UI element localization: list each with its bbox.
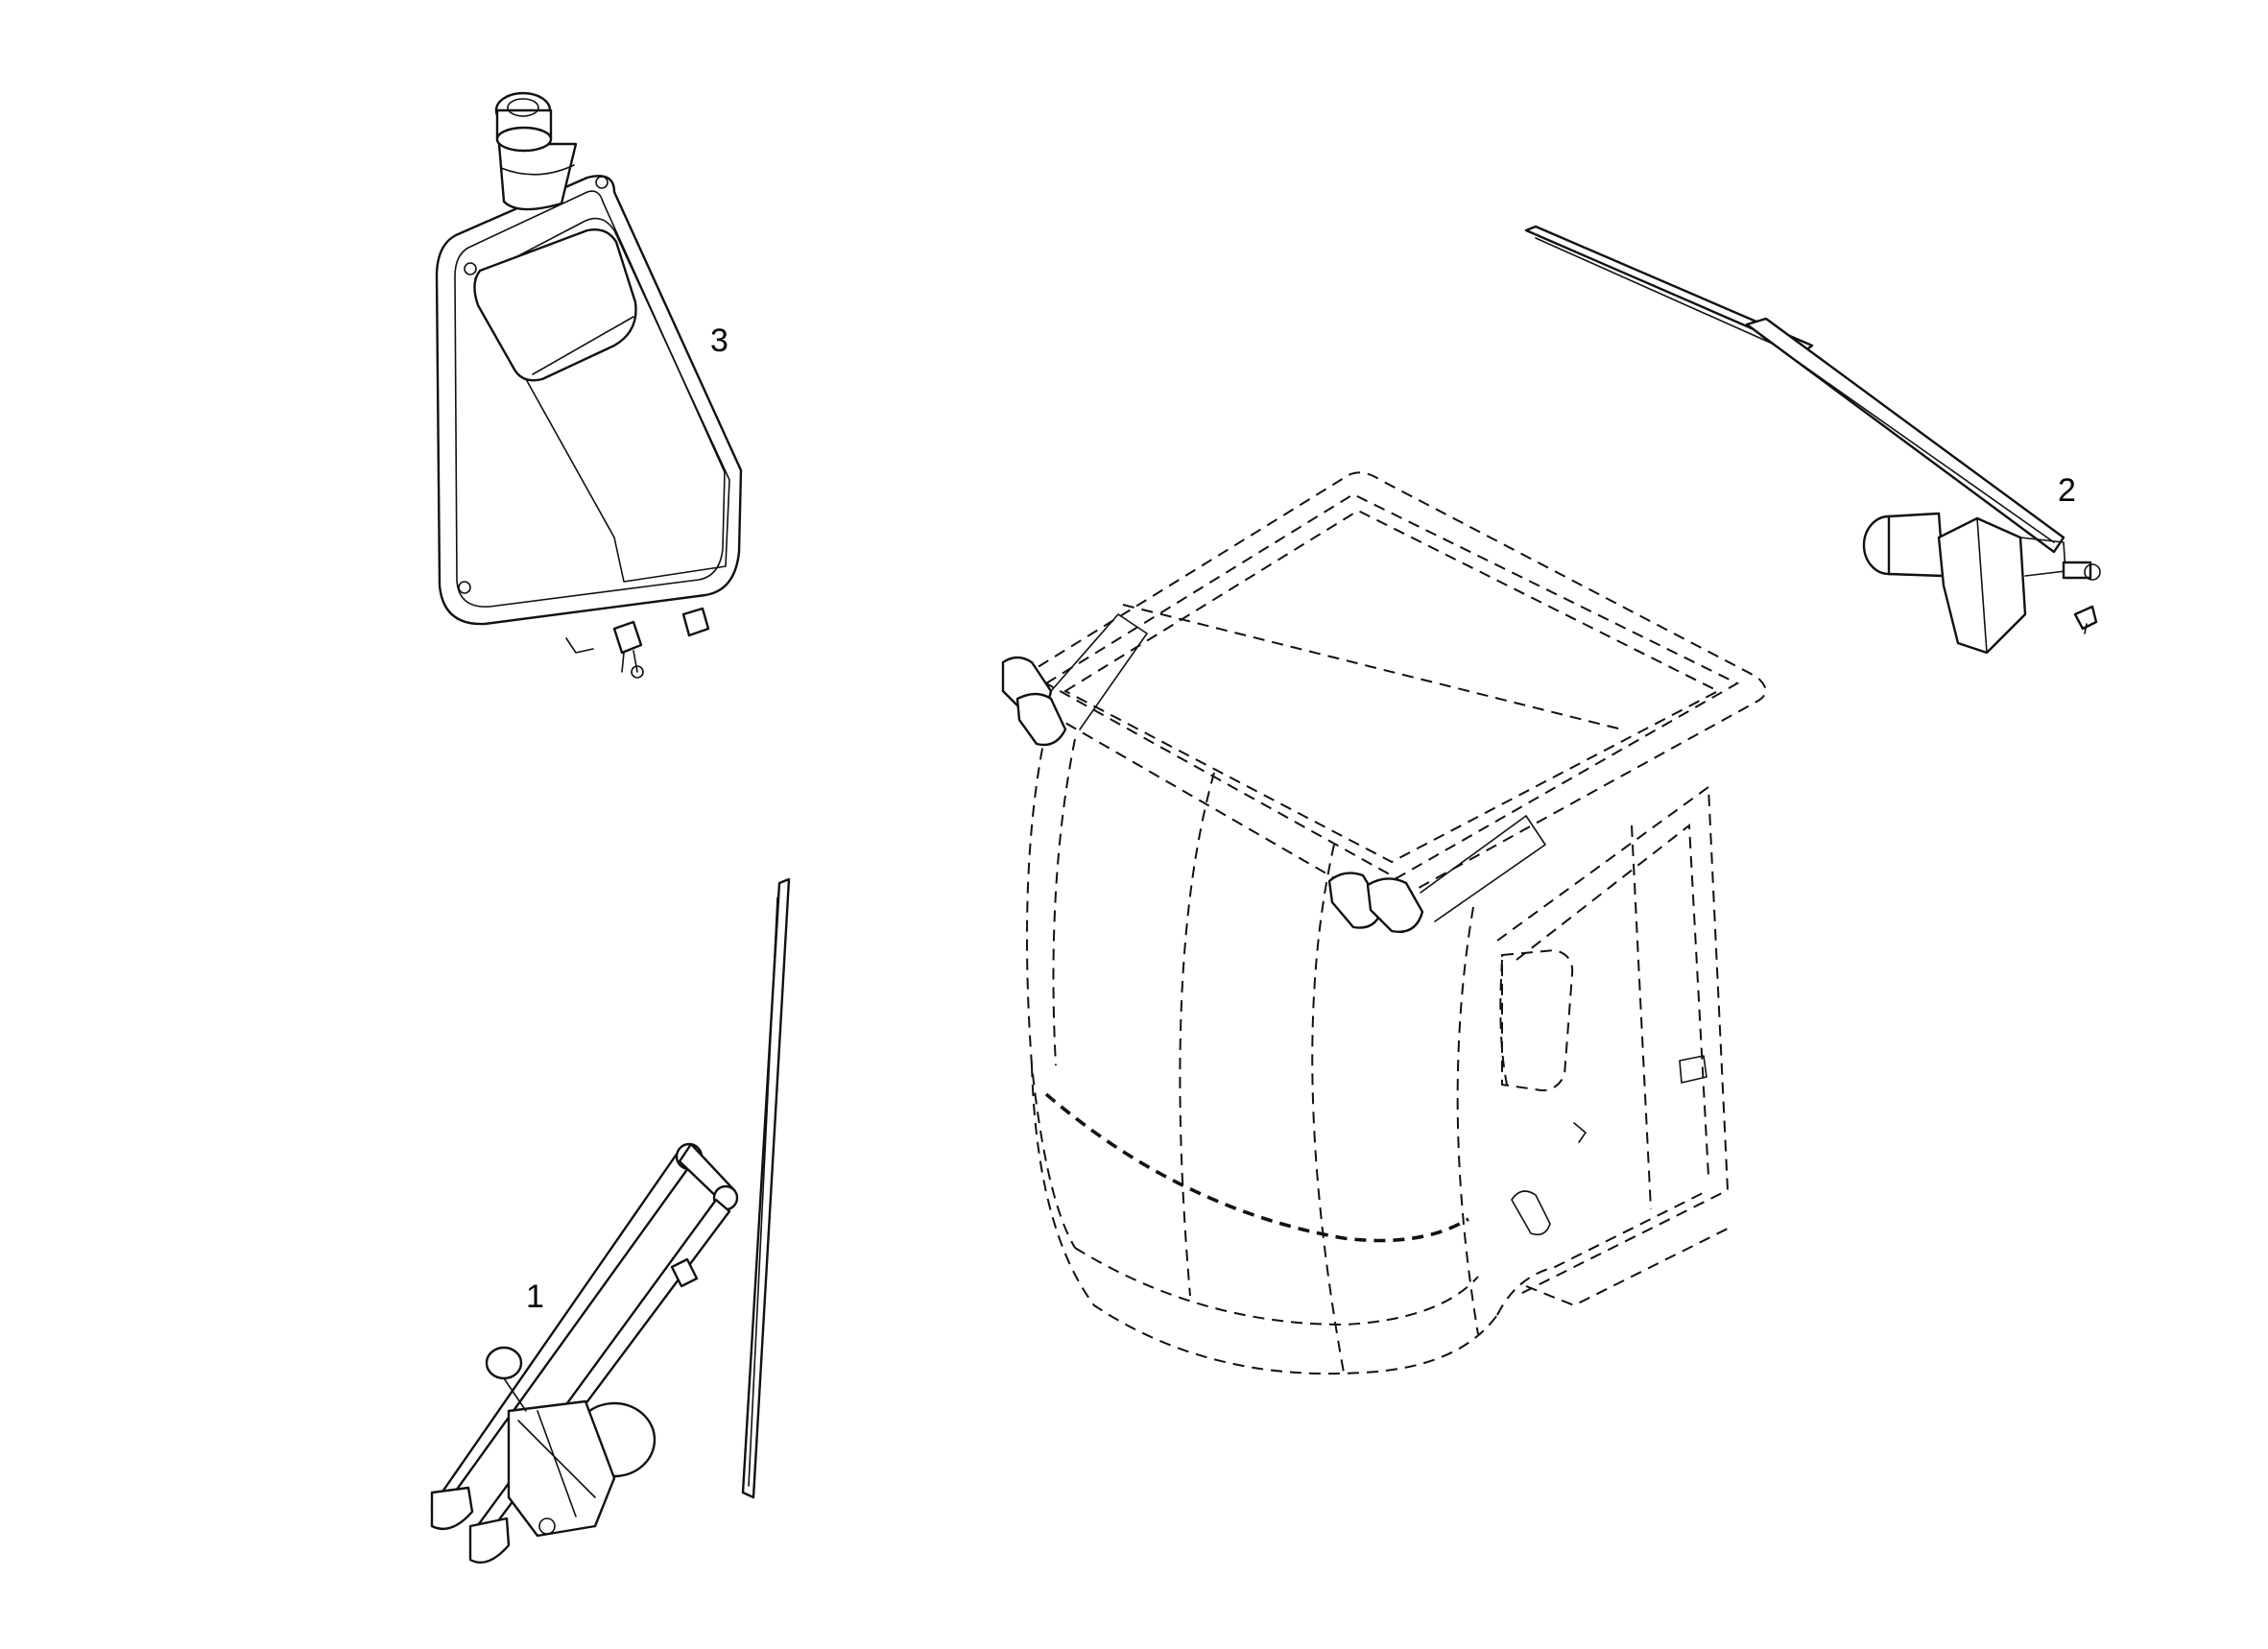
washer-tank-icon[interactable] bbox=[435, 91, 743, 679]
wiper-motor-arm-blade-icon[interactable] bbox=[430, 877, 791, 1565]
callout-label-2: 2 bbox=[2058, 472, 2076, 509]
callout-label-3: 3 bbox=[710, 323, 728, 359]
callout-label-1: 1 bbox=[526, 1279, 544, 1315]
cab-outline-icon bbox=[1001, 471, 1767, 1375]
wiper-motor-arm-blade-icon[interactable] bbox=[1524, 225, 2101, 655]
